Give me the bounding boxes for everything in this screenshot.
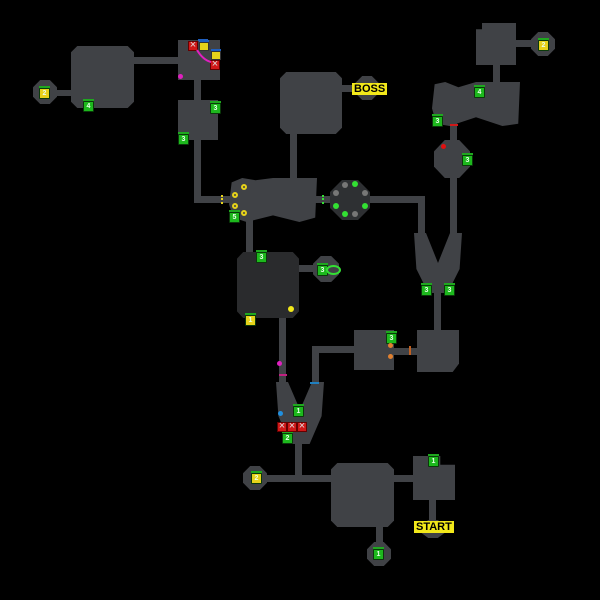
corridor: [450, 170, 457, 236]
red-door[interactable]: [450, 124, 458, 126]
corridor: [194, 138, 201, 200]
corridor: [376, 525, 383, 547]
corridor: [514, 40, 544, 47]
chest-icon[interactable]: 1: [245, 313, 256, 326]
corridor: [262, 475, 334, 482]
room-northeast: [476, 23, 516, 65]
yellow-door[interactable]: [221, 195, 225, 204]
orange-switch-icon[interactable]: [388, 343, 393, 348]
magenta-marker-icon: [277, 361, 282, 366]
room-boss-antechamber: [280, 72, 342, 134]
orange-door[interactable]: [409, 346, 411, 355]
corridor: [246, 215, 253, 255]
corridor: [334, 85, 359, 92]
magenta-path: [196, 49, 212, 63]
yellow-switch-icon[interactable]: [241, 184, 247, 190]
switch-off-icon[interactable]: [362, 190, 368, 196]
chest-icon[interactable]: 3: [210, 101, 221, 114]
yellow-switch-icon[interactable]: [241, 210, 247, 216]
switch-on-icon[interactable]: [352, 181, 358, 187]
red-marker-icon: [441, 144, 446, 149]
corridor: [450, 120, 457, 148]
locked-block-icon[interactable]: [297, 420, 307, 432]
magenta-door[interactable]: [279, 374, 287, 376]
corridor: [312, 346, 319, 386]
blue-marker-icon: [278, 411, 283, 416]
chest-icon[interactable]: 1: [428, 454, 439, 467]
corridor: [279, 312, 286, 387]
corridor: [493, 60, 500, 88]
corridor: [418, 196, 425, 236]
switch-on-icon[interactable]: [333, 203, 339, 209]
corridor: [295, 440, 302, 480]
chest-icon[interactable]: 3: [432, 114, 443, 127]
corridor: [312, 346, 357, 353]
corridor: [434, 290, 441, 332]
locked-block-icon[interactable]: [287, 420, 297, 432]
chest-icon[interactable]: 3: [444, 283, 455, 296]
chest-icon[interactable]: 4: [83, 99, 94, 112]
switch-off-icon[interactable]: [333, 190, 339, 196]
room-northwest: [71, 46, 134, 108]
corridor: [368, 196, 424, 203]
chest-icon[interactable]: 3: [421, 283, 432, 296]
switch-off-icon[interactable]: [342, 182, 348, 188]
chest-icon[interactable]: 3: [178, 132, 189, 145]
lightbulb-icon[interactable]: [288, 306, 294, 312]
chest-icon[interactable]: 2: [251, 471, 262, 484]
corridor: [296, 265, 321, 272]
orange-switch-icon[interactable]: [388, 354, 393, 359]
corridor: [429, 498, 436, 523]
corridor: [50, 90, 75, 96]
room-switch-hub: [330, 180, 370, 220]
switch-on-icon[interactable]: [362, 203, 368, 209]
green-ring-icon[interactable]: [326, 265, 341, 275]
chest-icon[interactable]: 1: [373, 547, 384, 560]
corridor: [290, 130, 297, 180]
corridor: [392, 348, 420, 355]
corridor: [392, 475, 417, 482]
chest-icon[interactable]: 2: [538, 38, 549, 51]
chest-icon[interactable]: 3: [462, 153, 473, 166]
chest-icon[interactable]: 5: [229, 210, 240, 223]
room-east-mid: [417, 330, 459, 372]
green-door[interactable]: [322, 195, 326, 204]
yellow-chest-icon[interactable]: [199, 40, 209, 51]
switch-off-icon[interactable]: [352, 211, 358, 217]
corridor: [194, 80, 201, 102]
magenta-marker-icon: [178, 74, 183, 79]
locked-block-icon[interactable]: [188, 39, 198, 51]
blue-door[interactable]: [310, 382, 319, 384]
switch-on-icon[interactable]: [342, 211, 348, 217]
room-south: [331, 463, 394, 527]
chest-icon[interactable]: 2: [282, 431, 293, 444]
locked-block-icon[interactable]: [210, 58, 220, 70]
yellow-switch-icon[interactable]: [232, 192, 238, 198]
yellow-switch-icon[interactable]: [232, 203, 238, 209]
chest-icon[interactable]: 4: [474, 85, 485, 98]
blue-door[interactable]: [198, 39, 208, 41]
start-label: START: [414, 521, 454, 533]
locked-block-icon[interactable]: [277, 420, 287, 432]
corridor: [130, 57, 180, 64]
chest-icon[interactable]: 1: [293, 404, 304, 417]
chest-icon[interactable]: 3: [256, 250, 267, 263]
boss-label: BOSS: [352, 83, 388, 95]
corridor: [194, 196, 234, 203]
chest-icon[interactable]: 2: [39, 86, 50, 99]
